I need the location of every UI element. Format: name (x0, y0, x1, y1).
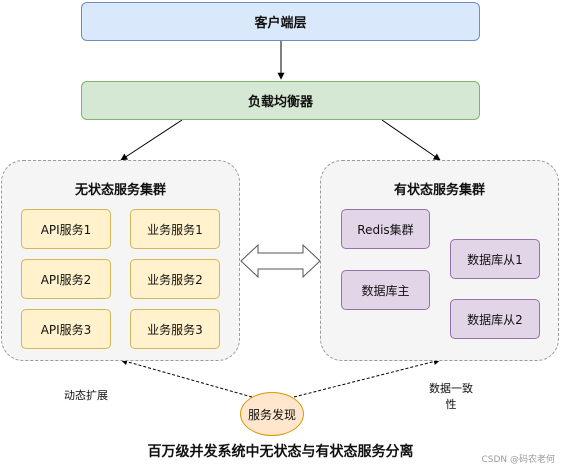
load-balancer-box: 负载均衡器 (81, 81, 480, 120)
data-consistency-label-line-1: 数据一致 (429, 382, 473, 395)
api-service-2: API服务2 (21, 259, 111, 299)
double-arrow-clusters (240, 243, 321, 279)
data-consistency-label: 数据一致 性 (424, 380, 478, 412)
data-consistency-label-line-2: 性 (445, 398, 457, 411)
api-service-3: API服务3 (21, 309, 111, 349)
client-layer-box: 客户端层 (81, 2, 480, 41)
edge-discovery-to-stateful (293, 358, 441, 398)
edge-discovery-to-stateless (120, 358, 253, 398)
api-service-1: API服务1 (21, 209, 111, 249)
service-discovery-node: 服务发现 (240, 392, 304, 436)
stateless-cluster-title: 无状态服务集群 (74, 183, 166, 198)
business-service-1: 业务服务1 (130, 209, 220, 249)
edge-lb-to-stateless (120, 119, 183, 161)
db-primary-box: 数据库主 (341, 270, 430, 310)
edge-lb-to-stateful (381, 119, 441, 161)
stateful-cluster-title: 有状态服务集群 (393, 183, 485, 198)
db-replica-1-box: 数据库从1 (450, 239, 540, 279)
business-service-2: 业务服务2 (130, 259, 220, 299)
watermark: CSDN @码农老何 (481, 455, 555, 465)
redis-cluster-box: Redis集群 (341, 209, 430, 249)
business-service-3: 业务服务3 (130, 309, 220, 349)
db-replica-2-box: 数据库从2 (450, 299, 540, 339)
diagram-caption: 百万级并发系统中无状态与有状态服务分离 (147, 444, 414, 460)
dynamic-scaling-label: 动态扩展 (64, 389, 108, 402)
